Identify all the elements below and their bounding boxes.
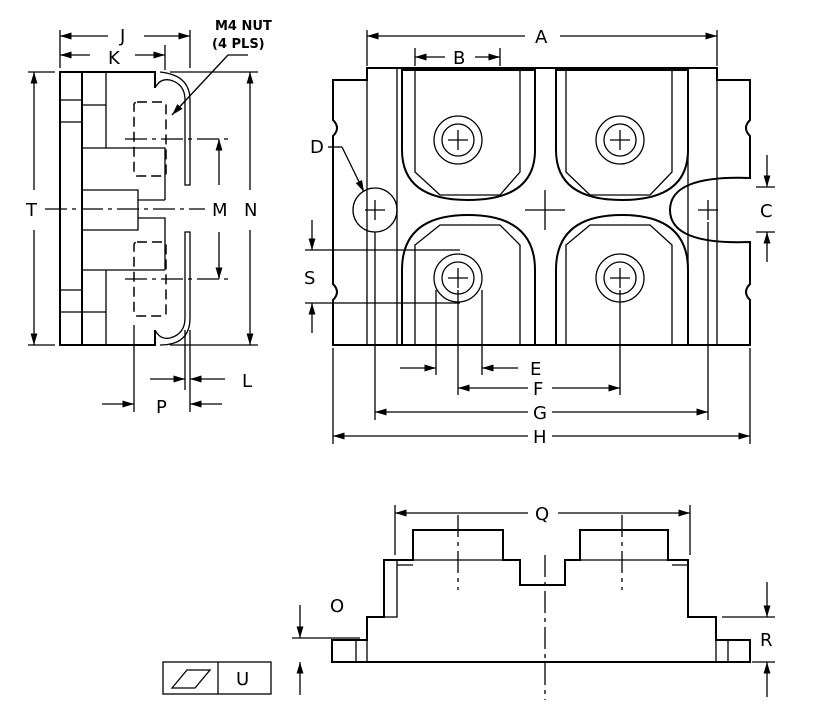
top-view: A B D C S E F G H [304,27,775,448]
flatness-tolerance-frame: U [162,661,272,695]
nut-callout-line2: (4 PLS) [212,37,265,52]
terminal-top-right [555,69,689,202]
dim-label-c: C [760,201,773,222]
side-view: J K M4 NUT (4 PLS) T M N L P [25,19,272,418]
dim-label-t: T [25,200,38,221]
dim-label-l: L [242,371,252,392]
dim-label-f: F [533,379,543,400]
dim-label-j: J [119,26,125,47]
terminal-bottom-left [401,213,536,345]
dim-label-s: S [304,268,315,289]
terminal-bottom-right [555,213,689,345]
flatness-symbol-icon [170,669,212,689]
dim-label-d: D [310,137,324,158]
dim-label-h: H [533,427,547,448]
dim-label-q: Q [535,504,549,525]
dim-label-m: M [212,200,228,221]
nut-callout-line1: M4 NUT [215,19,272,34]
terminal-top-left [401,69,536,202]
dim-label-n: N [244,200,257,221]
dim-label-r: R [760,630,773,651]
tolerance-label-u: U [236,669,249,690]
dim-label-p: P [156,397,167,418]
dim-label-b: B [453,48,465,69]
dim-label-o: O [330,596,344,617]
dim-label-e: E [530,359,541,380]
dim-label-a: A [535,27,548,48]
front-view: Q O R U [162,504,775,700]
dim-label-k: K [108,48,121,69]
dim-label-g: G [533,403,547,424]
